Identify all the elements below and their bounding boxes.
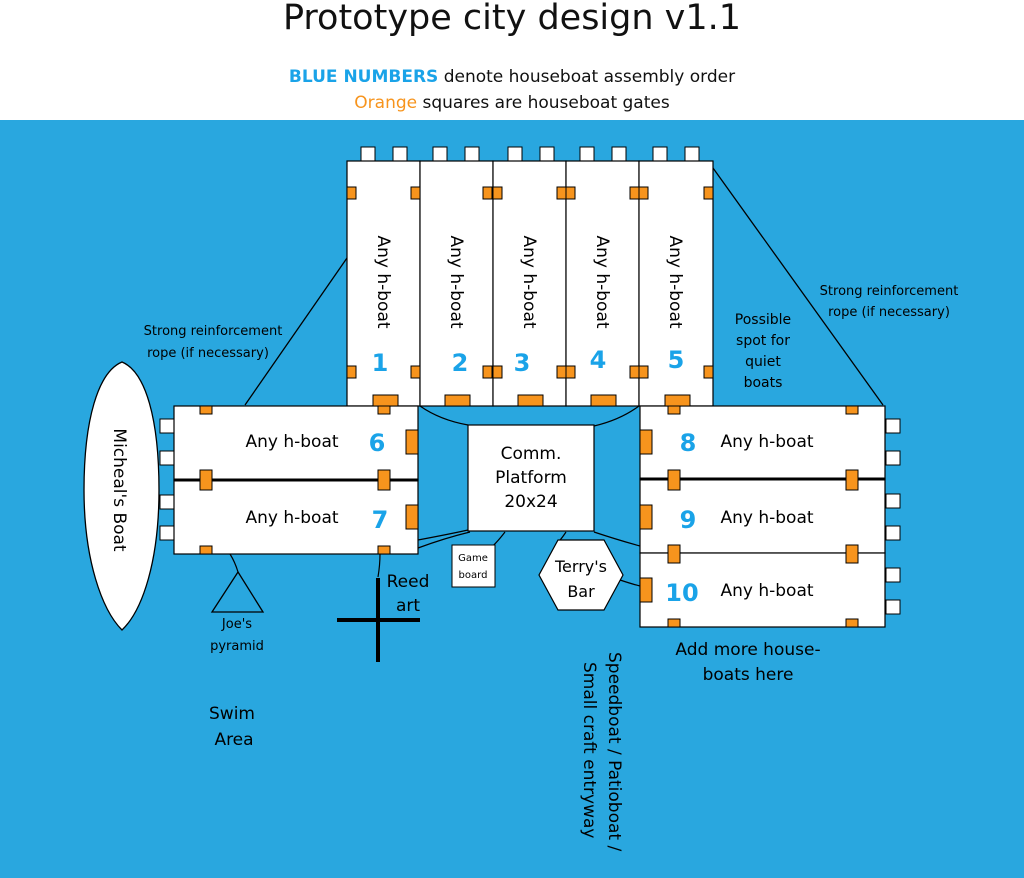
terrys-bar-shape [538,539,624,611]
joes-pyramid-shape [210,570,265,613]
number-10: 10 [665,579,698,607]
rope-left-line [244,257,348,406]
top-boat-row [346,160,714,407]
svg-text:Speedboat / Patioboat /: Speedboat / Patioboat / [604,652,624,851]
svg-text:Game: Game [458,553,488,564]
left-tabs [159,418,175,541]
quiet-spot-label: Possible spot for quiet boats [735,312,791,391]
svg-text:spot for: spot for [736,333,790,349]
boat-label-1: Any h-boat [373,235,393,328]
legend-gates-text: squares are houseboat gates [417,93,670,113]
svg-text:pyramid: pyramid [210,639,264,654]
top-boat-labels: Any h-boat Any h-boat Any h-boat Any h-b… [373,235,685,328]
svg-text:Possible: Possible [735,312,791,328]
page-title: Prototype city design v1.1 [282,0,742,38]
svg-text:Comm.: Comm. [501,444,562,464]
houseboat-5 [638,160,714,407]
number-1: 1 [372,349,389,377]
boat-label-3: Any h-boat [519,235,539,328]
svg-text:art: art [396,596,420,616]
svg-text:boats here: boats here [703,665,794,685]
svg-text:20x24: 20x24 [504,492,557,512]
number-2: 2 [452,349,469,377]
terrys-bar-label: Terry's Bar [554,557,607,601]
legend-gates-highlight: Orange [354,93,418,113]
michaels-boat-shape [83,361,160,631]
comm-platform-label: Comm. Platform 20x24 [495,444,567,512]
svg-text:Joe's: Joe's [221,617,252,632]
svg-text:Small craft entryway: Small craft entryway [579,662,599,838]
swim-area-label: Swim Area [209,704,255,750]
number-5: 5 [668,346,685,374]
boat-label-10: Any h-boat [720,581,813,601]
svg-text:boats: boats [744,375,783,391]
svg-text:quiet: quiet [745,354,781,370]
rope-right-label: Strong reinforcement rope (if necessary) [820,284,959,320]
boat-label-8: Any h-boat [720,432,813,452]
number-7: 7 [372,506,389,534]
svg-text:board: board [459,570,488,581]
number-4: 4 [590,346,607,374]
number-6: 6 [369,429,386,457]
houseboat-7 [173,479,419,555]
svg-text:Strong reinforcement: Strong reinforcement [820,284,959,299]
boat-label-9: Any h-boat [720,508,813,528]
game-board [451,544,496,588]
houseboat-10 [639,552,886,628]
game-board-label: Game board [458,553,488,581]
boat-label-6: Any h-boat [245,432,338,452]
houseboat-6 [173,405,419,481]
entryway-label: Speedboat / Patioboat / Small craft entr… [579,652,624,851]
number-8: 8 [680,429,697,457]
michaels-boat-label: Micheal's Boat [109,428,129,552]
legend-numbers-text: denote houseboat assembly order [438,67,736,87]
legend-numbers-highlight: BLUE NUMBERS [288,67,439,87]
header: Prototype city design v1.1 BLUE NUMBERS … [0,0,1024,120]
boat-label-5: Any h-boat [665,235,685,328]
houseboat-8 [639,405,886,480]
boat-label-2: Any h-boat [446,235,466,328]
top-tabs [360,146,700,162]
side-boat-labels: Any h-boat Any h-boat Any h-boat Any h-b… [245,432,813,601]
svg-text:Bar: Bar [567,582,595,601]
boat-label-4: Any h-boat [592,235,612,328]
assembly-numbers: 1 2 3 4 5 6 7 8 9 10 [369,346,699,607]
svg-text:rope (if necessary): rope (if necessary) [828,305,950,320]
svg-text:Platform: Platform [495,468,567,488]
svg-text:rope (if necessary): rope (if necessary) [147,346,269,361]
svg-text:Add more house-: Add more house- [675,640,820,660]
comm-platform [467,424,595,532]
svg-text:Area: Area [214,730,253,750]
houseboat-4 [565,160,640,407]
joes-pyramid-label: Joe's pyramid [210,617,264,654]
legend-gates: Orange squares are houseboat gates [0,93,1024,113]
gates [199,186,859,628]
svg-text:Swim: Swim [209,704,255,724]
svg-text:Reed: Reed [387,572,430,592]
svg-text:Terry's: Terry's [554,557,607,576]
rope-left-label: Strong reinforcement rope (if necessary) [144,324,283,361]
svg-text:Strong reinforcement: Strong reinforcement [144,324,283,339]
boat-label-7: Any h-boat [245,508,338,528]
reed-art-label: Reed art [387,572,430,616]
reed-art-cross [337,578,420,662]
legend-numbers: BLUE NUMBERS denote houseboat assembly o… [0,67,1024,87]
add-more-label: Add more house- boats here [675,640,820,685]
rope-right-line [712,167,884,406]
number-3: 3 [514,349,531,377]
right-tabs [885,418,901,615]
number-9: 9 [680,506,697,534]
